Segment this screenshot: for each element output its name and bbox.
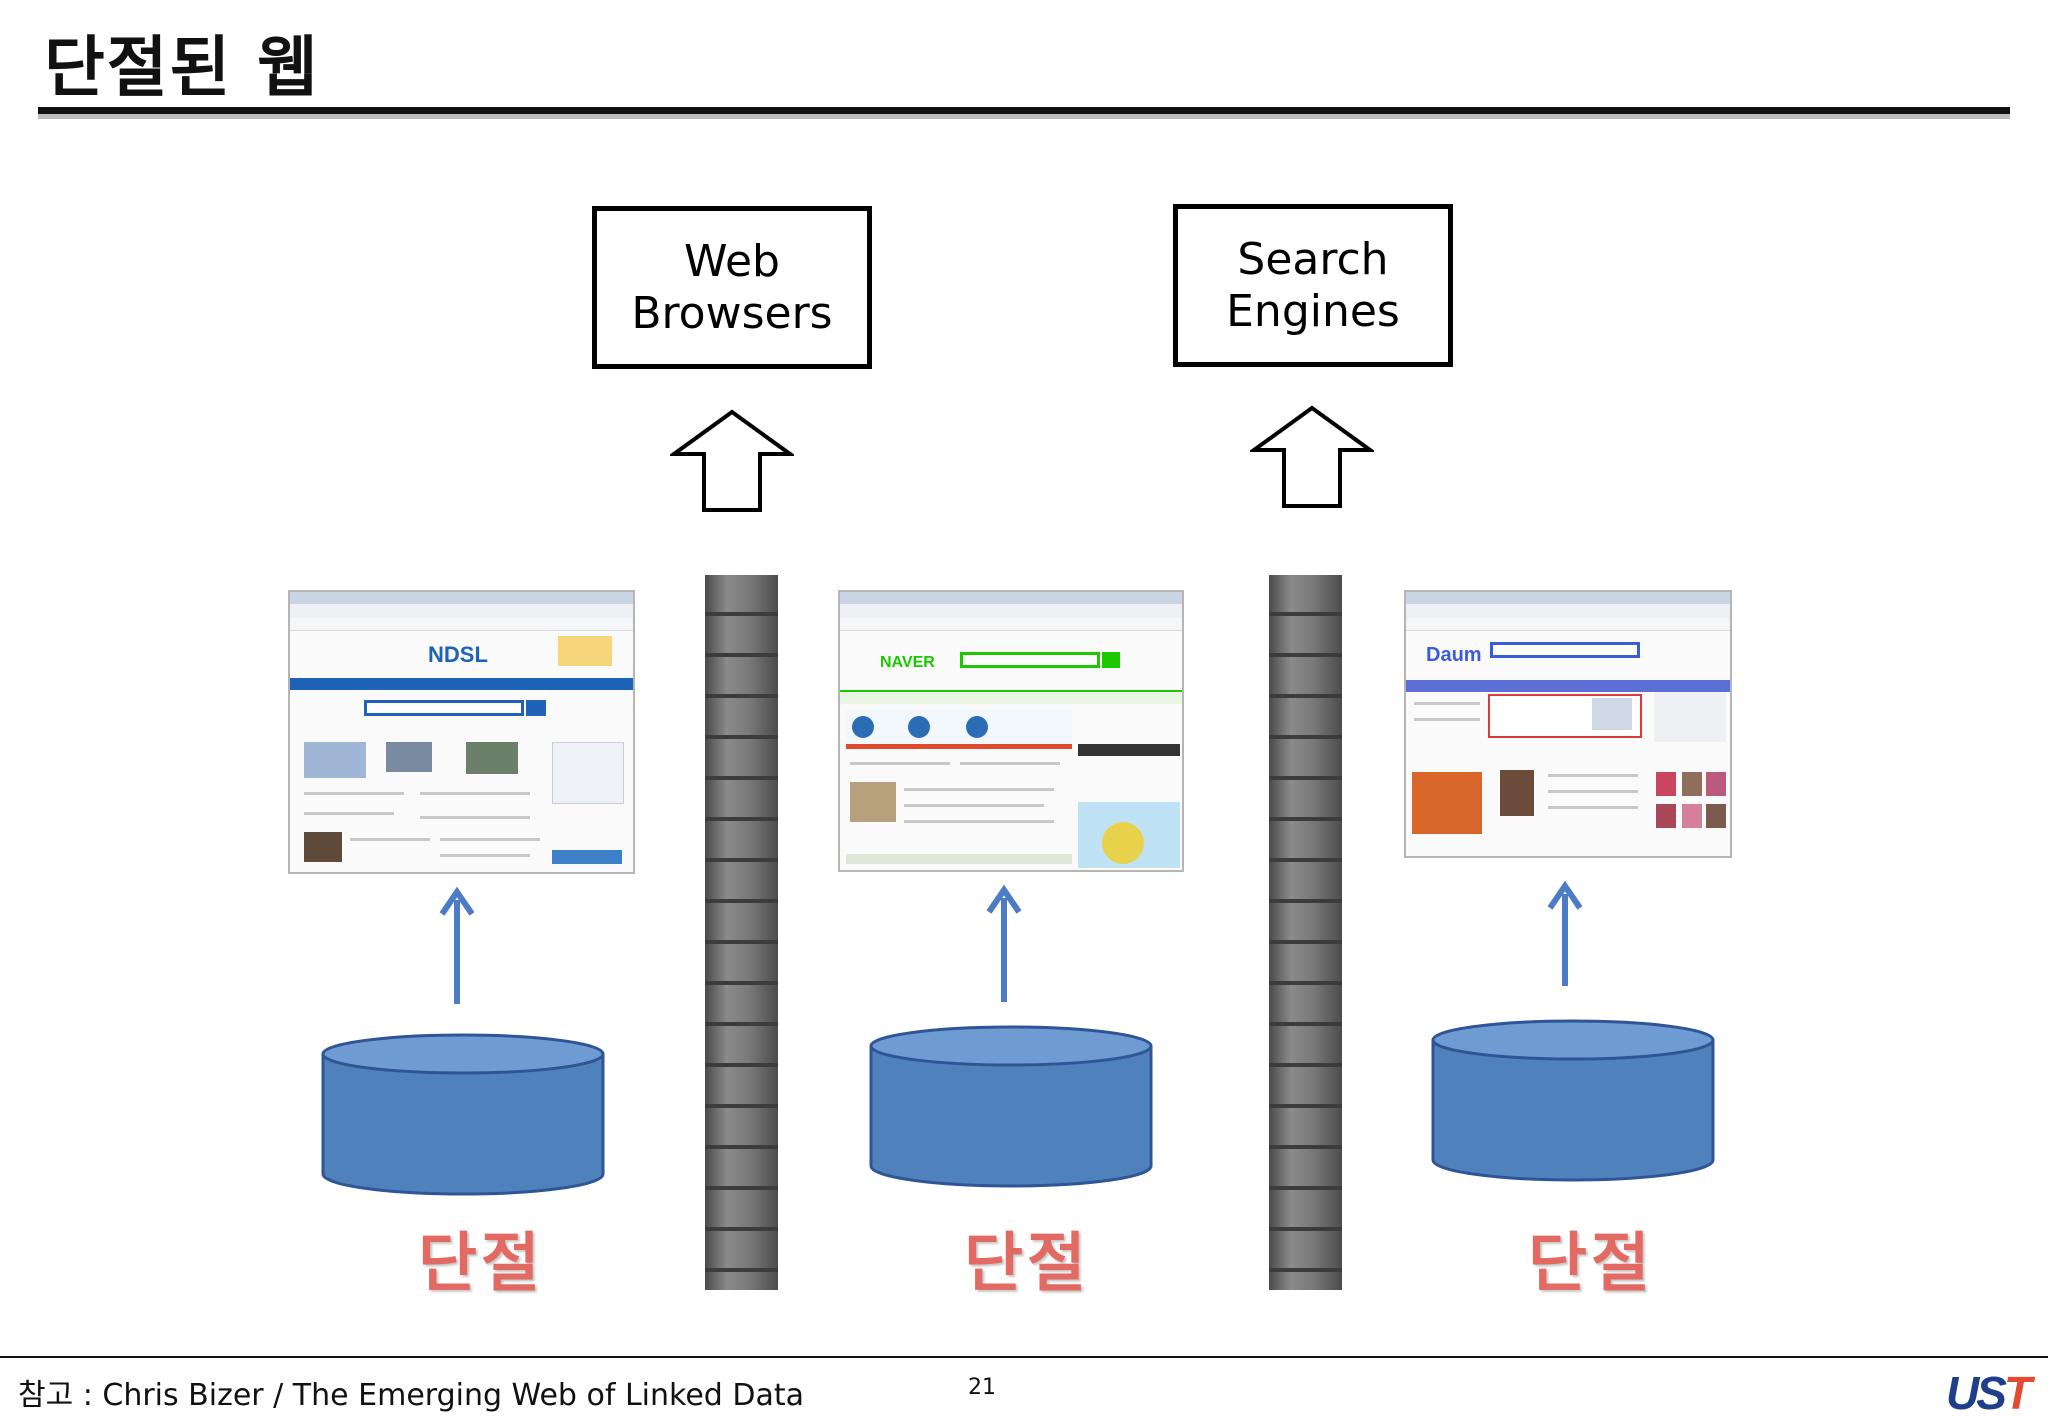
reference-text: 참고 : Chris Bizer / The Emerging Web of L… — [18, 1378, 804, 1413]
brick-wall — [705, 575, 778, 1290]
blue-up-arrow-icon — [1547, 880, 1583, 986]
slide-title: 단절된 웹 — [44, 29, 320, 106]
search-engines-box: Search Engines — [1173, 204, 1453, 367]
box-label-line1: Web — [684, 235, 780, 287]
database-cylinder-icon — [869, 1025, 1153, 1188]
site-logo: NDSL — [428, 642, 488, 667]
site-logo: Daum — [1426, 644, 1482, 666]
disconnected-label: 단절 — [964, 1227, 1090, 1301]
database-cylinder-icon — [1431, 1019, 1715, 1182]
website-screenshot-daum: Daum — [1404, 590, 1732, 858]
ust-logo: UST — [1946, 1367, 2032, 1419]
database-cylinder-icon — [321, 1033, 605, 1196]
box-label-line2: Browsers — [631, 287, 833, 339]
website-screenshot-naver: NAVER — [838, 590, 1184, 872]
hollow-up-arrow-icon — [670, 409, 794, 512]
site-logo: NAVER — [880, 654, 935, 671]
disconnected-label: 단절 — [418, 1227, 544, 1301]
blue-up-arrow-icon — [439, 886, 475, 1004]
website-screenshot-ndsl: NDSL — [288, 590, 635, 874]
hollow-up-arrow-icon — [1250, 405, 1374, 508]
title-divider-shadow — [38, 114, 2010, 119]
box-label-line1: Search — [1237, 233, 1389, 285]
blue-up-arrow-icon — [986, 884, 1022, 1002]
brick-wall — [1269, 575, 1342, 1290]
title-divider — [38, 107, 2010, 114]
footer-divider — [0, 1356, 2048, 1358]
box-label-line2: Engines — [1226, 285, 1400, 337]
disconnected-label: 단절 — [1528, 1227, 1654, 1301]
web-browsers-box: Web Browsers — [592, 206, 872, 369]
page-number: 21 — [968, 1375, 996, 1400]
